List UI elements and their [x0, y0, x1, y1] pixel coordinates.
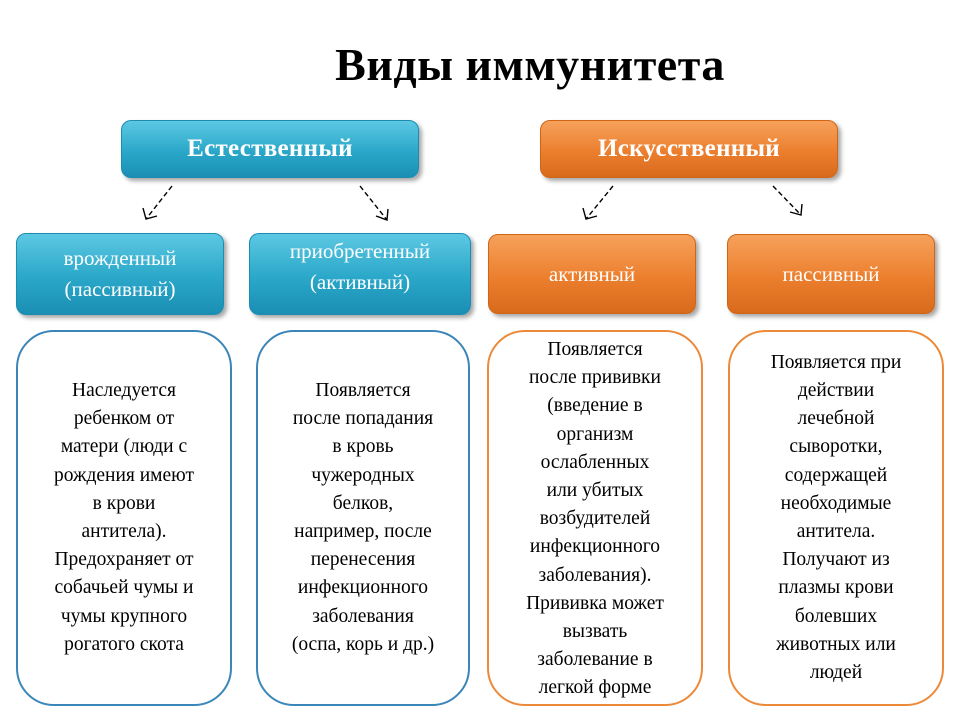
type-acquired-label: приобретенный (активный)	[289, 239, 431, 294]
type-passive: пассивный	[727, 234, 935, 314]
type-innate-label: врожденный (пассивный)	[63, 246, 177, 301]
description-active-text: Появляется после прививки (введение в ор…	[526, 339, 664, 699]
description-innate-text: Наследуется ребенком от матери (люди с р…	[53, 379, 195, 655]
type-active-label: активный	[548, 261, 636, 286]
type-passive-label: пассивный	[782, 261, 880, 286]
category-natural: Естественный	[121, 120, 419, 178]
description-active: Появляется после прививки (введение в ор…	[487, 330, 703, 706]
diagram-title: Виды иммунитета	[335, 39, 725, 90]
description-passive: Появляется при действии лечебной сыворот…	[728, 330, 944, 706]
description-acquired: Появляется после попадания в кровь чужер…	[256, 330, 470, 706]
arrowhead-innate	[142, 207, 158, 220]
arrow-artificial-to-active	[585, 185, 614, 220]
description-innate: Наследуется ребенком от матери (люди с р…	[16, 330, 232, 706]
description-acquired-text: Появляется после попадания в кровь чужер…	[291, 379, 435, 655]
category-natural-label: Естественный	[187, 135, 353, 162]
type-innate: врожденный (пассивный)	[16, 233, 224, 315]
arrowhead-active	[582, 207, 598, 220]
arrow-natural-to-innate	[145, 185, 173, 220]
category-artificial: Искусственный	[540, 120, 838, 178]
arrowhead-acquired	[375, 208, 389, 221]
arrowhead-passive	[789, 203, 803, 216]
arrow-natural-to-acquired	[359, 185, 388, 221]
type-active: активный	[488, 234, 696, 314]
description-passive-text: Появляется при действии лечебной сыворот…	[770, 351, 902, 684]
type-acquired: приобретенный (активный)	[249, 233, 471, 315]
arrow-artificial-to-passive	[772, 185, 802, 216]
category-artificial-label: Искусственный	[597, 135, 781, 162]
